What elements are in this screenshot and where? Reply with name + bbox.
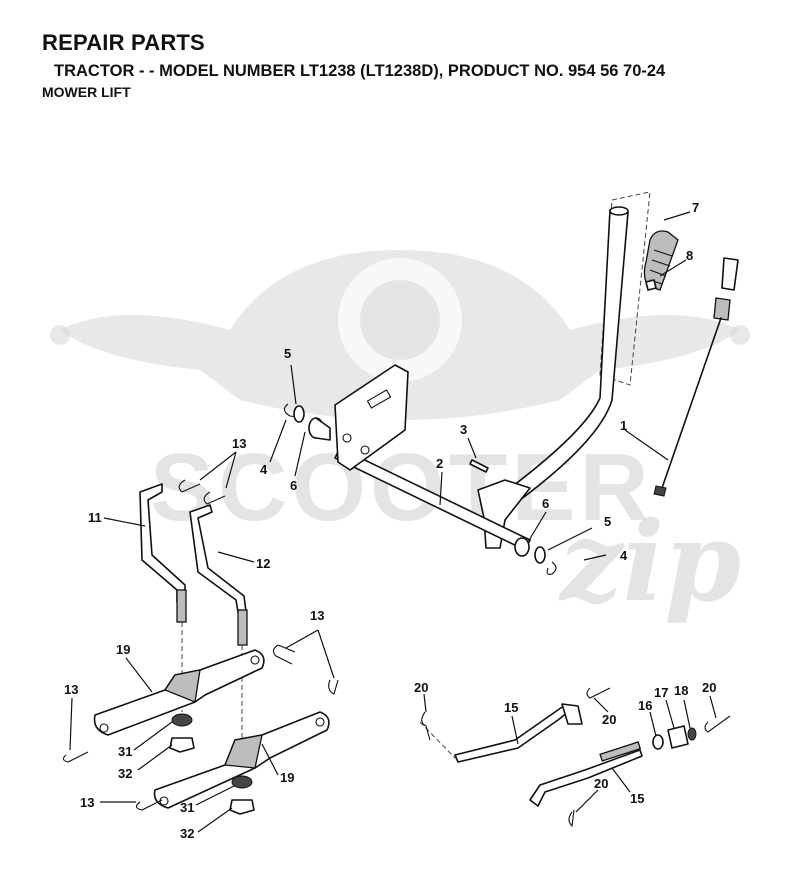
lift-arm-upper-boss [164, 669, 201, 703]
lift-links [139, 479, 248, 775]
callout-32-lower: 32 [180, 826, 194, 841]
hairpin-20-c [704, 715, 731, 733]
callout-13-bottom: 13 [80, 795, 94, 810]
callout-8: 8 [686, 248, 693, 263]
model-subtitle: TRACTOR - - MODEL NUMBER LT1238 (LT1238D… [54, 62, 666, 80]
adjust-rod-upper-block [561, 703, 583, 725]
spacer-31-lower [231, 775, 253, 789]
callout-2: 2 [436, 456, 443, 471]
plate-hole-a [342, 433, 352, 443]
hairpin-20-d [568, 809, 575, 828]
handle-top-end [609, 206, 629, 216]
release-rod-end [653, 485, 667, 497]
washer-right [534, 546, 546, 564]
callout-4-right: 4 [620, 548, 628, 563]
lift-assembly [283, 191, 739, 575]
lift-arms [62, 644, 339, 815]
callout-5-right: 5 [604, 514, 611, 529]
callout-20-mid: 20 [602, 712, 616, 727]
callout-31-lower: 31 [180, 800, 194, 815]
hairpin-20-a [421, 711, 431, 741]
callout-12: 12 [256, 556, 270, 571]
callout-19-lower: 19 [280, 770, 294, 785]
adjust-rod-lower [529, 749, 643, 807]
adjust-rod-upper-axis [419, 721, 456, 759]
callout-5-left: 5 [284, 346, 291, 361]
grip-ridges [649, 249, 673, 285]
nut-18 [687, 727, 697, 741]
plate-slot [366, 389, 392, 409]
hairpin-13-arm-d [135, 799, 163, 811]
adjust-rod-lower-thread [599, 741, 642, 762]
washer-16 [652, 734, 664, 750]
callout-20-bottom: 20 [594, 776, 608, 791]
hairpin-link-left [178, 479, 201, 493]
release-rod [661, 317, 722, 489]
release-rod-knob [721, 257, 739, 291]
bushing-right [514, 537, 530, 557]
plate-hole-b [360, 445, 370, 455]
lift-link-right-thread [237, 609, 248, 646]
spacer-31-upper [171, 713, 193, 727]
callout-16: 16 [638, 698, 652, 713]
release-rod-spring [713, 297, 731, 321]
callout-17: 17 [654, 685, 668, 700]
mounting-plate [334, 364, 409, 471]
retaining-clip-right [546, 561, 557, 575]
callout-15-lower: 15 [630, 791, 644, 806]
callout-4-left: 4 [260, 462, 268, 477]
watermark-logo: SCOOTER zip [50, 250, 750, 626]
callout-19-upper: 19 [116, 642, 130, 657]
callout-20-right: 20 [702, 680, 716, 695]
callout-13-arm: 13 [310, 608, 324, 623]
handle-grip [643, 230, 679, 291]
nut-32-upper [169, 737, 195, 753]
callout-7: 7 [692, 200, 699, 215]
callout-31-upper: 31 [118, 744, 132, 759]
nut-32-lower [229, 799, 255, 815]
callout-13-links: 13 [232, 436, 246, 451]
callout-15-upper: 15 [504, 700, 518, 715]
hairpin-link-right [203, 491, 226, 505]
callout-labels: 1 2 3 4 4 5 5 6 6 7 8 11 12 13 13 13 13 … [64, 200, 716, 841]
callout-13-left: 13 [64, 682, 78, 697]
callout-20-left: 20 [414, 680, 428, 695]
bushing-left-body [315, 417, 331, 441]
lift-arm-upper-hole-a [99, 723, 109, 733]
adjustment-rods [419, 687, 731, 828]
callout-6-left: 6 [290, 478, 297, 493]
hairpin-13-arm-a [272, 644, 296, 665]
hairpin-13-arm-b [328, 679, 339, 695]
pin-3 [469, 459, 489, 473]
lift-link-left-thread [176, 589, 187, 623]
block-17 [667, 725, 689, 749]
callout-32-upper: 32 [118, 766, 132, 781]
watermark-script-text: zip [558, 497, 741, 626]
callout-11: 11 [88, 510, 102, 525]
section-title: MOWER LIFT [42, 84, 131, 100]
callout-18: 18 [674, 683, 688, 698]
hairpin-20-b [586, 687, 611, 699]
lift-arm-lower-boss [224, 734, 263, 769]
release-button [645, 279, 657, 291]
washer-left [293, 405, 305, 423]
leader-lines [69, 211, 717, 833]
lift-arm-upper-hole-b [250, 655, 260, 665]
lift-arm-lower-hole-b [315, 717, 325, 727]
callout-6-right: 6 [542, 496, 549, 511]
callout-1: 1 [620, 418, 627, 433]
page-title: REPAIR PARTS [42, 30, 205, 55]
callout-3: 3 [460, 422, 467, 437]
hairpin-13-arm-c [62, 751, 89, 763]
lift-link-right [189, 504, 247, 613]
